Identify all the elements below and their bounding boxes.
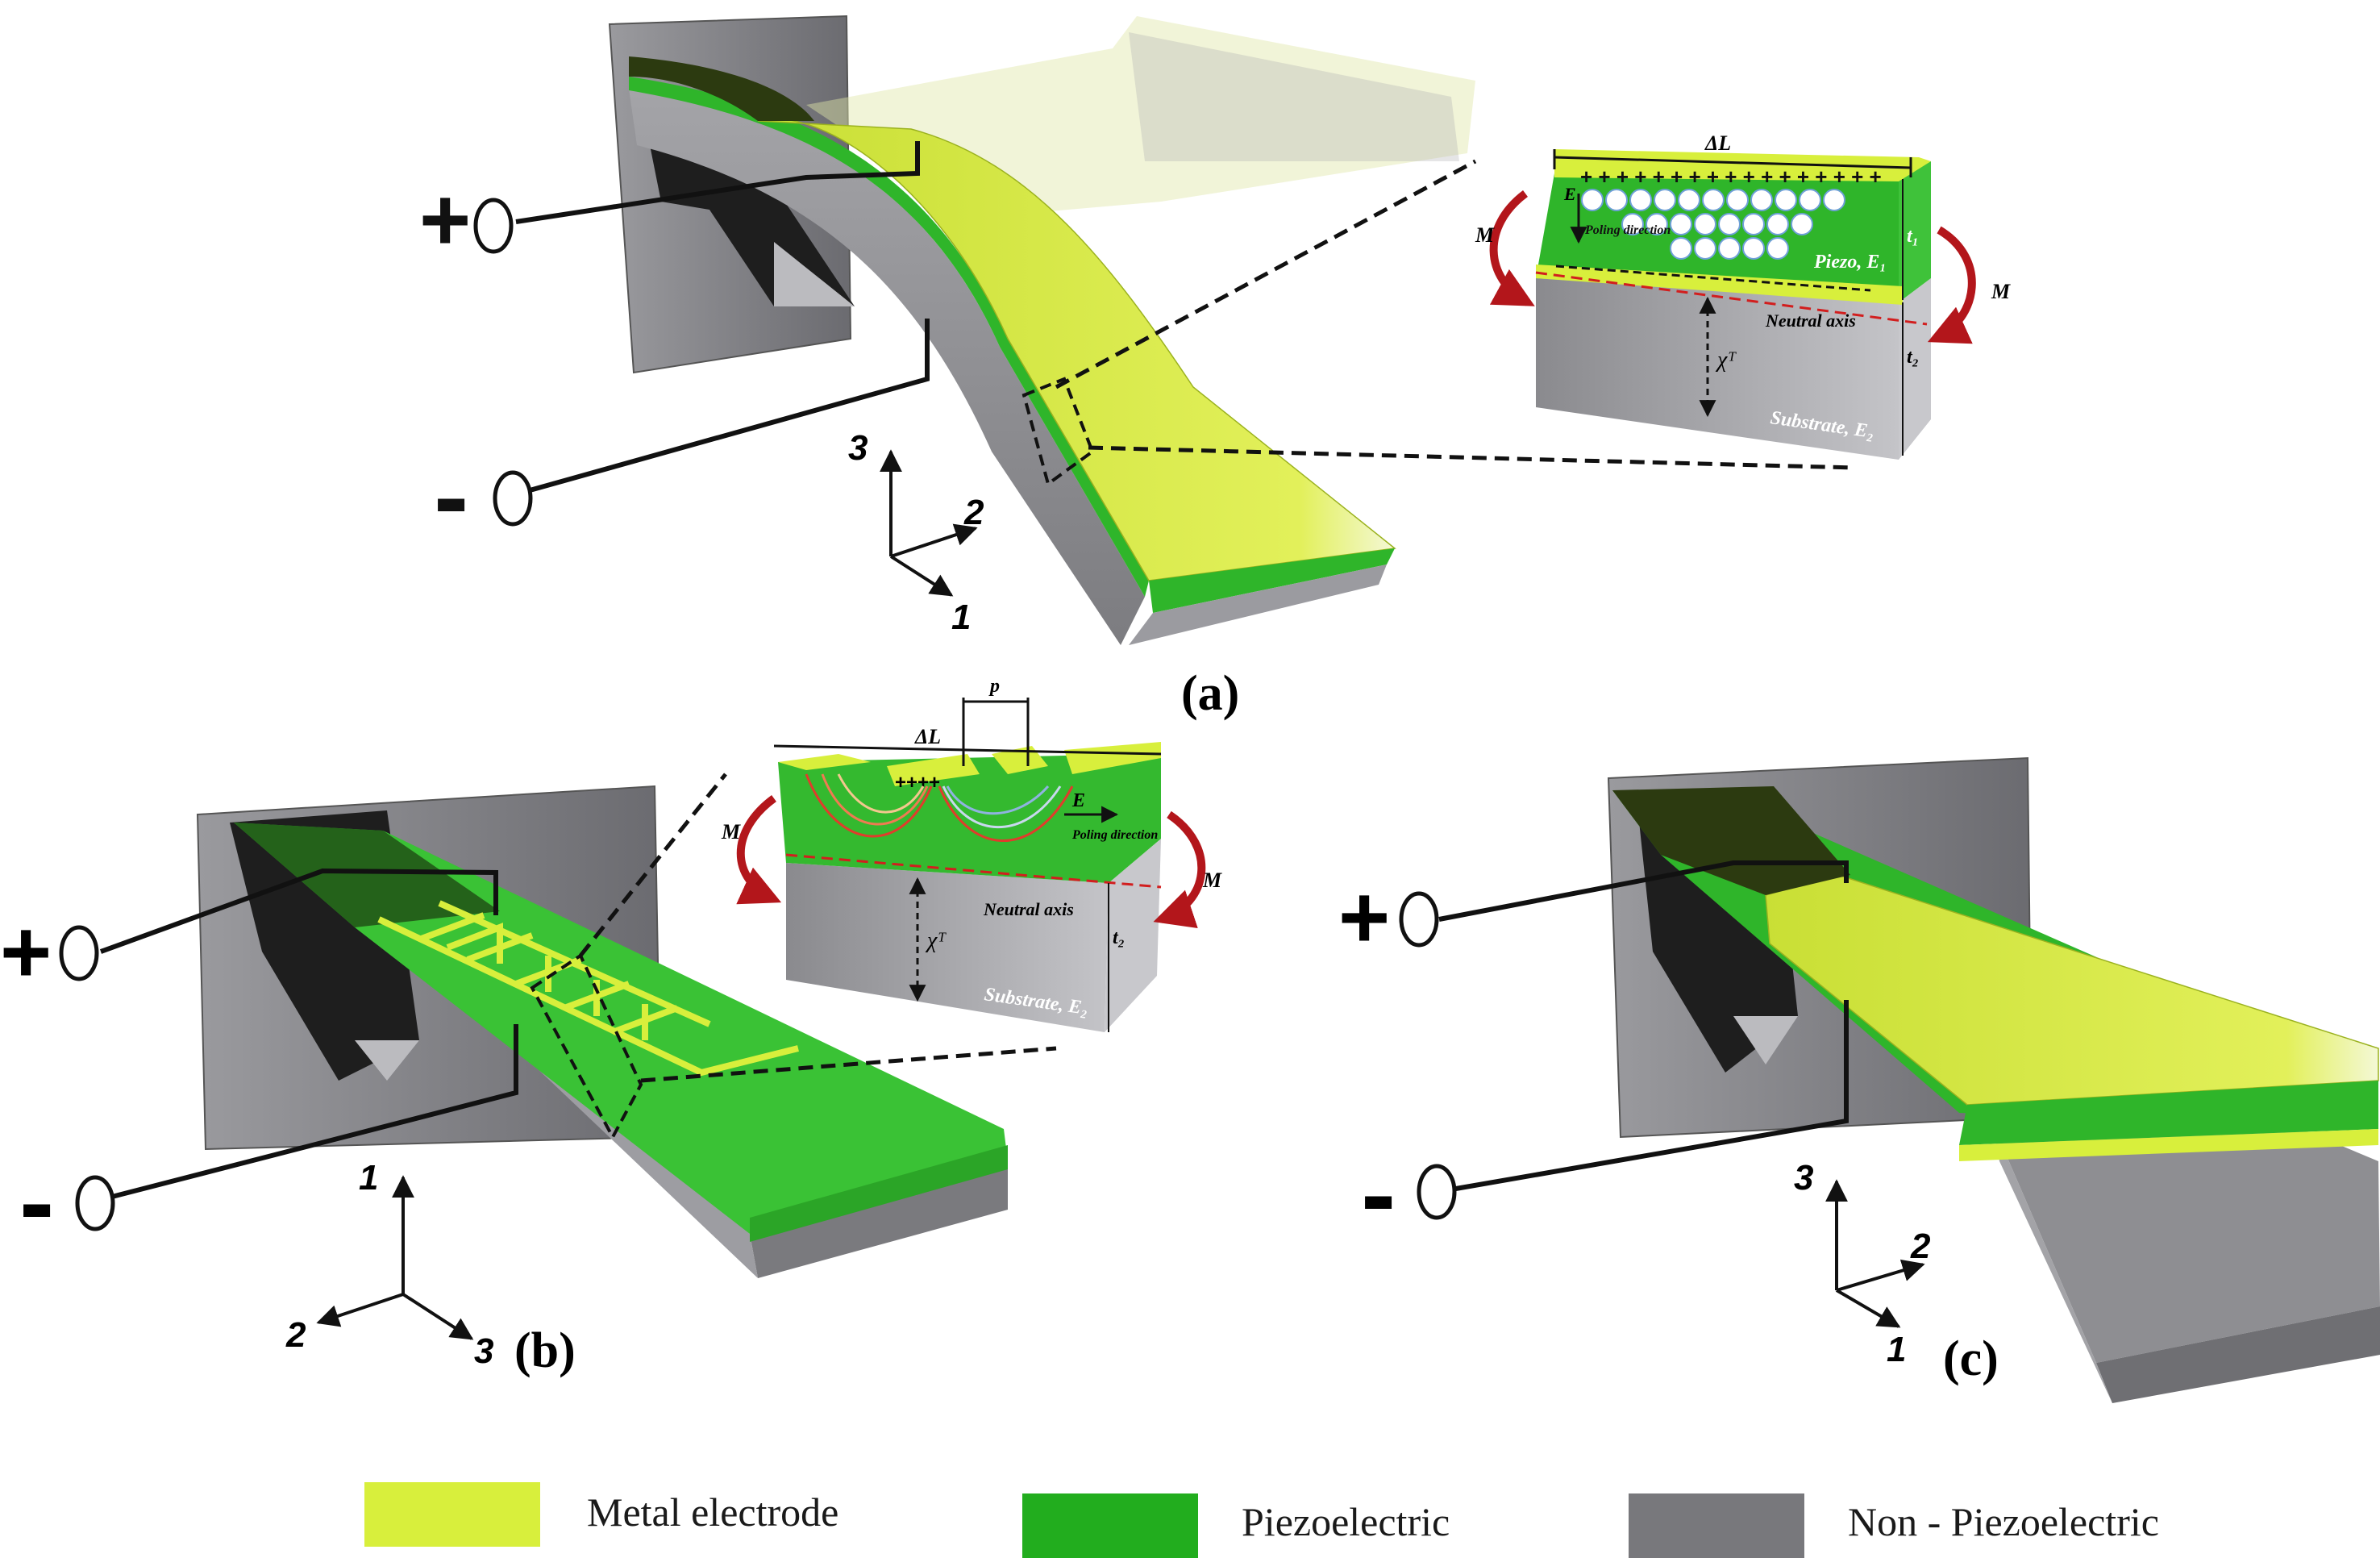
wire-minus-a <box>523 319 930 494</box>
inset-b-e: E <box>1071 790 1085 811</box>
legend-label-metal-electrode: Metal electrode <box>587 1489 839 1535</box>
axis-label-3-b: 3 <box>474 1331 493 1371</box>
axis-label-2-b: 2 <box>285 1315 306 1355</box>
inset-a-m-right: M <box>1991 280 2011 303</box>
inset-b-electrode-2 <box>887 754 980 786</box>
moment-right-b <box>1153 810 1206 929</box>
inset-b-neutral: Neutral axis <box>983 899 1074 919</box>
axis-label-2-a: 2 <box>963 493 984 532</box>
moment-left-b <box>736 794 782 905</box>
beam-electrode-a <box>757 118 1396 581</box>
terminal-plus-b <box>59 925 99 981</box>
inset-a-top-electrode <box>1554 149 1931 181</box>
clamp-notch-a <box>645 121 855 306</box>
legend-swatch-non-piezoelectric <box>1629 1493 1804 1558</box>
panel-c: + - 3 2 1 (c) <box>1338 756 2380 1403</box>
axis-label-1-a: 1 <box>951 598 971 637</box>
axes-c: 3 2 1 <box>1794 1158 1931 1369</box>
axes-a: 3 2 1 <box>848 428 984 637</box>
plus-sign-a: + <box>419 170 471 269</box>
inset-b-field-lines <box>805 773 1074 842</box>
legend-label-non-piezoelectric: Non - Piezoelectric <box>1848 1499 2159 1544</box>
inset-b-electrode-1 <box>778 754 871 770</box>
inset-b-plus: ++++ <box>895 772 940 794</box>
plus-sign-b: + <box>0 902 52 1002</box>
inset-b-piezo <box>778 750 1161 883</box>
terminal-minus-b <box>75 1175 115 1231</box>
axis-label-1-b: 1 <box>359 1158 378 1198</box>
zoom-box-b <box>530 953 643 1141</box>
panel-label-b: (b) <box>514 1323 576 1378</box>
inset-b-p: p <box>988 676 1000 697</box>
beam-substrate-a <box>629 89 1145 645</box>
axis-label-3-c: 3 <box>1794 1158 1813 1198</box>
zoom-box-a <box>1021 377 1095 487</box>
terminal-minus-c <box>1417 1164 1457 1220</box>
wire-plus-b <box>99 868 498 954</box>
terminal-plus-c <box>1399 891 1439 948</box>
panel-b: + - 1 2 3 p ΔL ++ <box>0 676 1222 1378</box>
axis-label-3-a: 3 <box>848 428 868 468</box>
inset-a-charges: + + + + + + + + + + + + + + + + + <box>1580 165 1882 189</box>
interdigitated-electrodes <box>377 900 799 1077</box>
legend-label-piezoelectric: Piezoelectric <box>1242 1499 1450 1544</box>
inset-b-chi: χᵀ <box>925 928 947 953</box>
inset-a-t1: t₁ <box>1907 226 1919 247</box>
inset-b-electrode-3 <box>992 746 1048 774</box>
legend-swatch-piezoelectric <box>1022 1493 1198 1558</box>
wire-plus-c <box>1438 860 1849 922</box>
inset-b-substrate <box>786 863 1109 1032</box>
wire-minus-b <box>108 1024 518 1200</box>
inset-a-neutral: Neutral axis <box>1765 310 1856 331</box>
inset-b-t2: t₂ <box>1113 927 1125 948</box>
axis-label-1-c: 1 <box>1887 1330 1906 1369</box>
inset-a-dipoles <box>1581 189 1845 260</box>
axis-label-2-c: 2 <box>1910 1227 1931 1266</box>
wire-plus-a <box>515 141 920 224</box>
panel-a: + - 3 2 1 ΔL + + + + + + + + + + + <box>419 15 2011 721</box>
inset-a-substrate <box>1536 278 1899 460</box>
inset-a-poling: Poling direction <box>1584 223 1671 237</box>
moment-right-a <box>1927 226 1976 344</box>
inset-b-m-right: M <box>1202 869 1222 892</box>
axes-b: 1 2 3 <box>285 1158 493 1371</box>
minus-sign-a: - <box>434 437 468 555</box>
legend-swatch-metal-electrode <box>364 1482 540 1547</box>
panel-label-c: (c) <box>1943 1331 1999 1386</box>
moment-left-a <box>1489 190 1535 306</box>
terminal-minus-a <box>493 470 533 527</box>
inset-a-m-left: M <box>1475 223 1495 247</box>
plus-sign-c: + <box>1338 868 1390 967</box>
inset-b: p ΔL ++++ E Poling direction Neutral axi… <box>721 676 1222 1032</box>
inset-b-delta-l: ΔL <box>914 725 941 748</box>
inset-b-electrode-4 <box>1064 742 1161 774</box>
minus-sign-c: - <box>1361 1135 1396 1252</box>
panel-label-a: (a) <box>1181 666 1239 721</box>
terminal-plus-a <box>473 198 514 254</box>
minus-sign-b: - <box>19 1143 54 1260</box>
inset-a-piezo-label: Piezo, E₁ <box>1813 252 1887 273</box>
inset-a-delta-l: ΔL <box>1704 131 1731 155</box>
beam-piezo-a <box>629 77 1149 597</box>
inset-a-chi: χᵀ <box>1715 348 1737 373</box>
inset-a-e: E <box>1563 184 1576 204</box>
inset-b-poling: Poling direction <box>1071 828 1158 842</box>
inset-a: ΔL + + + + + + + + + + + + + + + + + E P… <box>1475 131 2011 460</box>
inset-a-bottom-electrode <box>1536 265 1903 305</box>
inset-a-t2: t₂ <box>1907 347 1919 368</box>
wire-minus-c <box>1450 1000 1849 1192</box>
inset-b-m-left: M <box>721 820 741 844</box>
